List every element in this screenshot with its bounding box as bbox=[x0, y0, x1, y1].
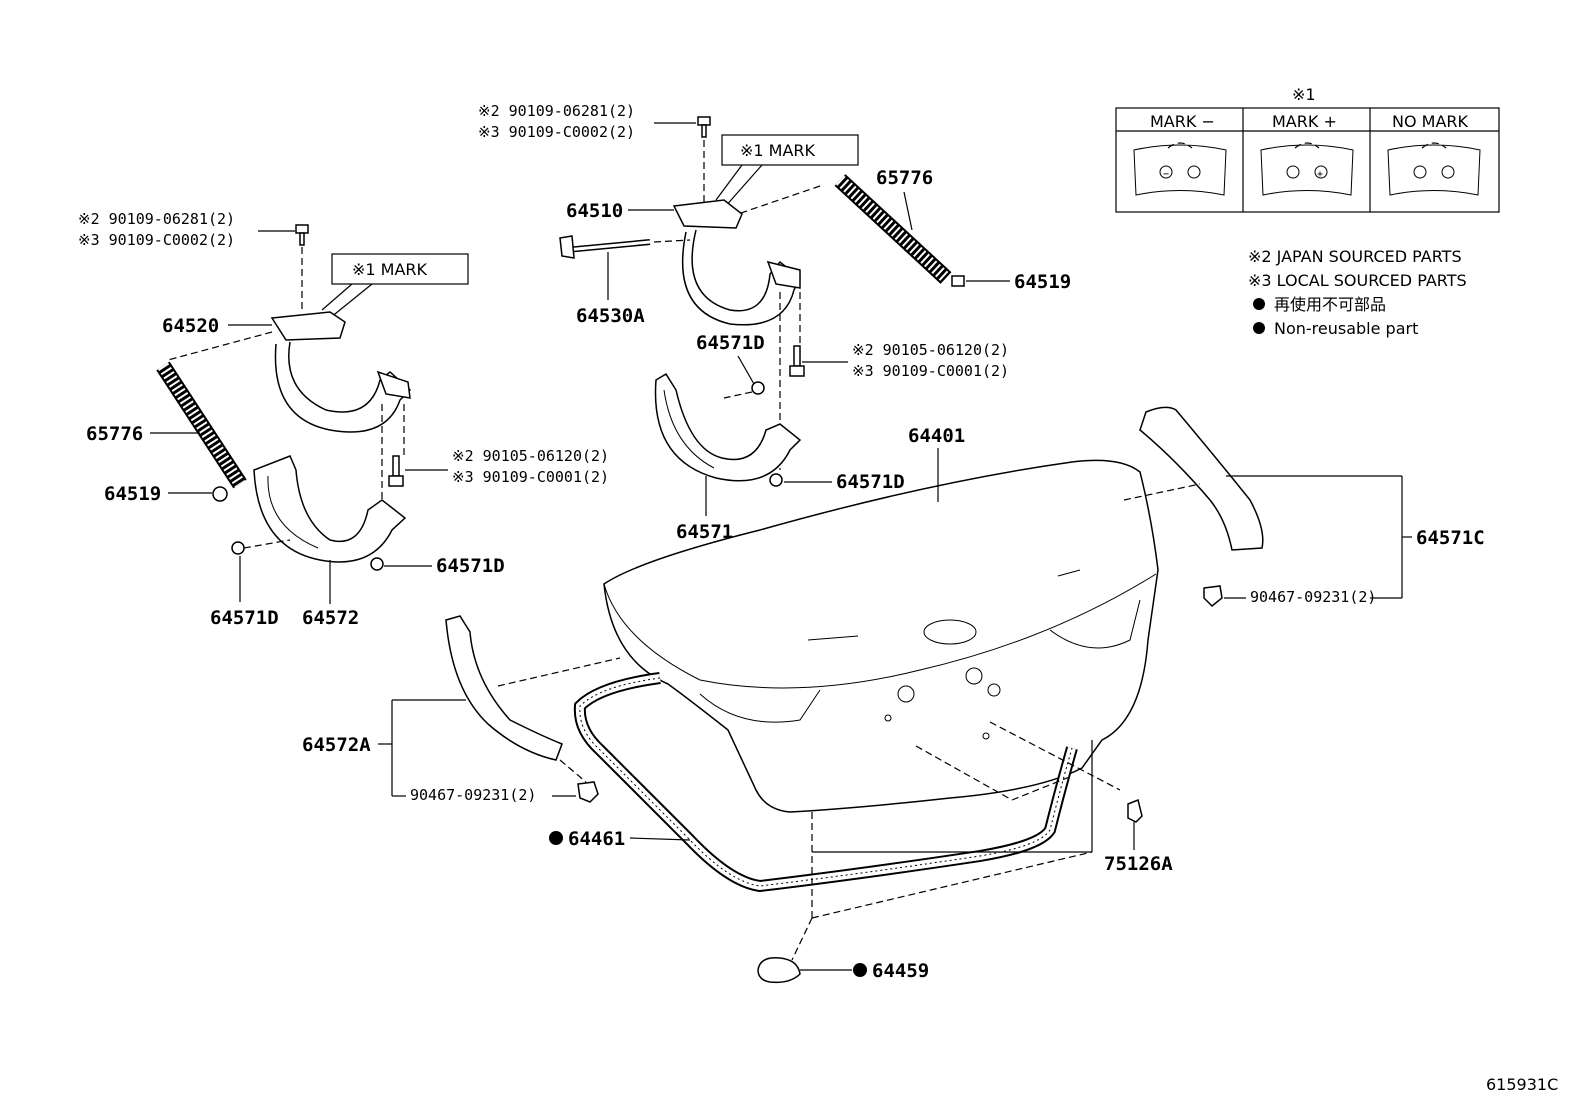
label-64530A: 64530A bbox=[576, 305, 645, 327]
label-64510: 64510 bbox=[566, 200, 623, 222]
right-bolt2-note-b: ※3 90109-C0001(2) bbox=[852, 362, 1009, 380]
label-clip-right: 90467-09231(2) bbox=[1250, 588, 1376, 606]
label-64571: 64571 bbox=[676, 521, 733, 543]
trunk-lid-64401 bbox=[603, 459, 1159, 813]
mark-plus-illustration: + bbox=[1260, 142, 1354, 196]
bullet-icon bbox=[549, 831, 563, 845]
label-clip-left: 90467-09231(2) bbox=[410, 786, 536, 804]
label-64571D-c: 64571D bbox=[696, 332, 765, 354]
mark-plus-header: MARK + bbox=[1272, 112, 1337, 131]
bullet-icon bbox=[853, 963, 867, 977]
spring-65776-left bbox=[156, 361, 247, 489]
left-bolt2-note-b: ※3 90109-C0001(2) bbox=[452, 468, 609, 486]
bullet-icon bbox=[1253, 298, 1265, 310]
part-75126A: 75126A bbox=[1104, 798, 1173, 875]
label-64572: 64572 bbox=[302, 607, 359, 629]
legend-local: ※3 LOCAL SOURCED PARTS bbox=[1248, 271, 1467, 290]
clip-icon bbox=[370, 557, 384, 571]
clip-icon bbox=[577, 781, 599, 803]
right-bolt-note-b: ※3 90109-C0002(2) bbox=[478, 123, 635, 141]
clip-icon bbox=[769, 473, 783, 487]
bullet-icon bbox=[1253, 322, 1265, 334]
clip-icon bbox=[1203, 585, 1223, 608]
left-bolt-note-b: ※3 90109-C0002(2) bbox=[78, 231, 235, 249]
legend: ※2 JAPAN SOURCED PARTS ※3 LOCAL SOURCED … bbox=[1248, 247, 1467, 338]
bolt-icon bbox=[697, 116, 711, 138]
label-64571D-a: 64571D bbox=[210, 607, 279, 629]
mark-minus-header: MARK − bbox=[1150, 112, 1215, 131]
no-mark-header: NO MARK bbox=[1392, 112, 1469, 131]
legend-nonreusable-jp: 再使用不可部品 bbox=[1274, 295, 1386, 314]
right-bolt-note-a: ※2 90109-06281(2) bbox=[478, 102, 635, 120]
right-mark-box: ※1 MARK bbox=[740, 141, 816, 160]
label-64461: 64461 bbox=[568, 828, 625, 850]
label-65776-right: 65776 bbox=[876, 167, 933, 189]
bolt-icon bbox=[388, 455, 404, 487]
mark-table: ※1 MARK − MARK + NO MARK − + bbox=[1115, 85, 1500, 213]
label-64519-right: 64519 bbox=[1014, 271, 1071, 293]
left-hinge-group: ※2 90109-06281(2) ※3 90109-C0002(2) ※1 M… bbox=[78, 210, 609, 629]
label-75126A: 75126A bbox=[1104, 853, 1173, 875]
legend-japan: ※2 JAPAN SOURCED PARTS bbox=[1248, 247, 1462, 266]
clip-icon bbox=[751, 381, 765, 395]
label-64572A: 64572A bbox=[302, 734, 371, 756]
mark-table-title: ※1 bbox=[1292, 85, 1316, 104]
label-64520: 64520 bbox=[162, 315, 219, 337]
hinge-cover-64572 bbox=[253, 455, 407, 563]
left-mark-box: ※1 MARK bbox=[352, 260, 428, 279]
bolt-icon bbox=[789, 345, 805, 377]
label-64401: 64401 bbox=[908, 425, 965, 447]
spring-65776-right bbox=[834, 174, 952, 284]
garnish-64571C: 64571C 90467-09231(2) bbox=[1123, 406, 1485, 608]
hinge-cover-64571 bbox=[654, 372, 802, 482]
label-64519-left: 64519 bbox=[104, 483, 161, 505]
mark-minus-illustration: − bbox=[1133, 142, 1227, 196]
label-64459: 64459 bbox=[872, 960, 929, 982]
right-hinge-group: ※2 90109-06281(2) ※3 90109-C0002(2) ※1 M… bbox=[478, 102, 1071, 543]
torsion-rod-64530A bbox=[559, 235, 651, 259]
left-bolt2-note-a: ※2 90105-06120(2) bbox=[452, 447, 609, 465]
legend-nonreusable-en: Non-reusable part bbox=[1274, 319, 1418, 338]
label-64571C: 64571C bbox=[1416, 527, 1485, 549]
garnish-64572A: 64572A 90467-09231(2) bbox=[302, 615, 621, 804]
clip-icon bbox=[231, 541, 245, 555]
left-bolt-note-a: ※2 90109-06281(2) bbox=[78, 210, 235, 228]
hinge-64510 bbox=[672, 199, 801, 326]
part-64459: 64459 bbox=[757, 957, 929, 984]
bolt-icon bbox=[295, 224, 309, 246]
label-65776-left: 65776 bbox=[86, 423, 143, 445]
svg-text:−: − bbox=[1163, 169, 1169, 180]
no-mark-illustration bbox=[1387, 142, 1481, 196]
label-64571D-b: 64571D bbox=[436, 555, 505, 577]
right-bolt2-note-a: ※2 90105-06120(2) bbox=[852, 341, 1009, 359]
svg-text:+: + bbox=[1317, 169, 1323, 180]
label-64571D-d: 64571D bbox=[836, 471, 905, 493]
bushing-icon bbox=[212, 486, 228, 502]
bushing-icon bbox=[951, 275, 965, 287]
weatherstrip-64461: 64461 bbox=[549, 672, 1078, 893]
figure-id: 615931C bbox=[1486, 1075, 1558, 1094]
hinge-64520 bbox=[270, 311, 412, 433]
